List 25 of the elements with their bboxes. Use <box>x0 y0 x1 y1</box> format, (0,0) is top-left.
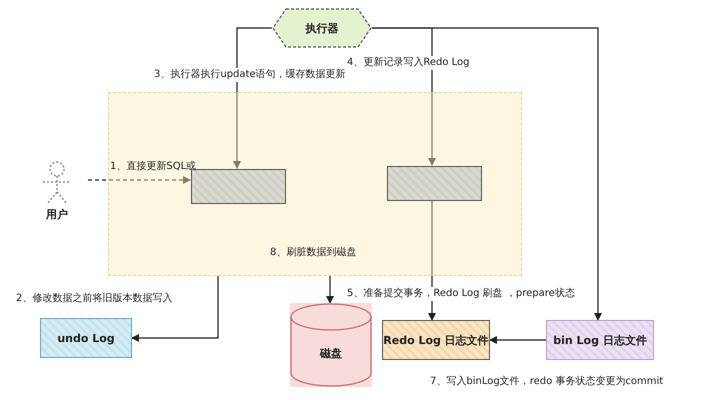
arrow <box>428 200 436 321</box>
edge-label: 7、写入binLog文件，redo 事务状态变更为commit <box>428 375 666 389</box>
edge-label: 1、直接更新SQL或 <box>109 160 198 174</box>
node-label: undo Log <box>57 332 115 344</box>
node-label: bin Log 日志文件 <box>553 332 647 348</box>
arrow <box>131 276 219 342</box>
arrow <box>88 176 191 184</box>
log-file-box <box>546 320 654 360</box>
buffer-region <box>108 92 522 276</box>
arrow <box>326 276 334 304</box>
process-box <box>191 169 286 204</box>
edge-label: 3、执行器执行update语句，缓存数据更新 <box>152 68 348 82</box>
node-label: 执行器 <box>306 20 338 36</box>
node-label: Redo Log 日志文件 <box>383 332 489 348</box>
process-box <box>387 166 482 201</box>
node-label: 用户 <box>46 207 68 222</box>
node-label: 磁盘 <box>320 346 342 360</box>
log-file-box <box>382 320 490 360</box>
arrow <box>233 27 272 169</box>
log-box <box>40 318 132 358</box>
edge-label: 8、刷脏数据到磁盘 <box>269 246 358 260</box>
arrow <box>489 336 546 344</box>
edge-label: 5、准备提交事务，Redo Log 刷盘 ，prepare状态 <box>345 287 577 301</box>
edge-label: 4、更新记录写入Redo Log <box>345 56 472 70</box>
arrow <box>372 27 602 321</box>
